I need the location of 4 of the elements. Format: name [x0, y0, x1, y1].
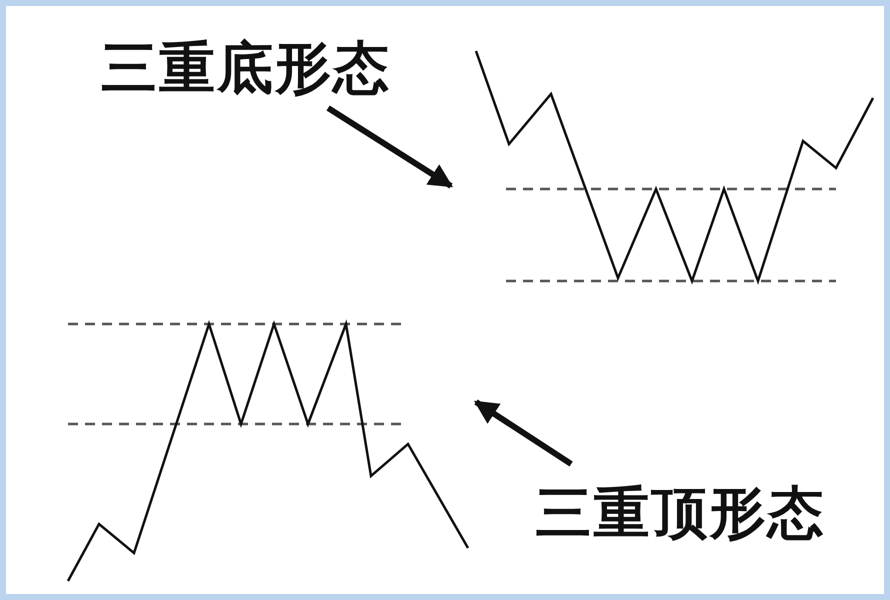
pattern-label: 三重顶形态 — [536, 480, 826, 548]
arrow — [474, 399, 573, 467]
pattern-label: 三重底形态 — [101, 35, 391, 103]
arrow — [326, 105, 454, 189]
